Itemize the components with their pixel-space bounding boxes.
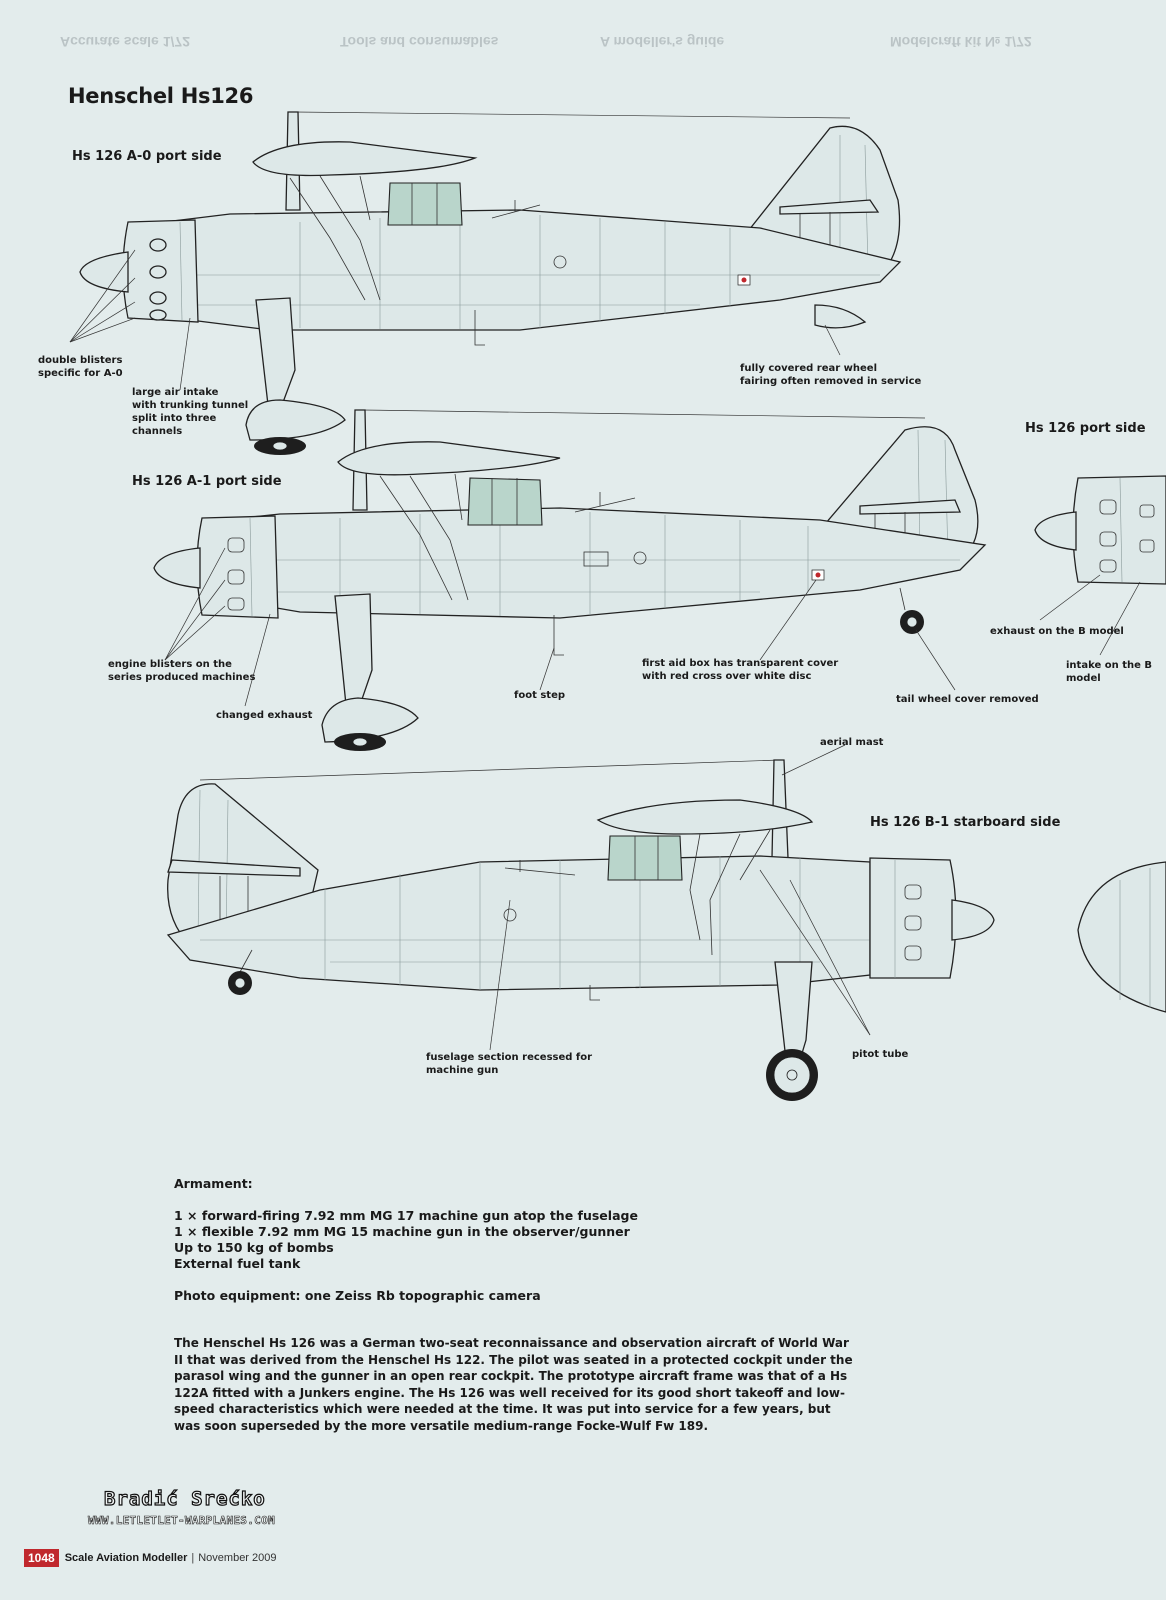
callout-fuselage-section: fuselage section recessed for machine gu… — [426, 1052, 593, 1076]
page-title: Henschel Hs126 — [68, 84, 254, 108]
aircraft-a0-drawing — [69, 111, 902, 455]
magazine-title: Scale Aviation Modeller — [64, 1552, 188, 1564]
callout-engine-blisters: engine blisters on the series produced m… — [108, 659, 256, 683]
main-gear-leg — [334, 593, 373, 706]
footer-separator: | — [191, 1552, 195, 1564]
wing-plan-view — [1077, 861, 1166, 1013]
spinner — [153, 547, 201, 589]
armament-item: 1 × forward-firing 7.92 mm MG 17 machine… — [174, 1208, 638, 1223]
tailplane — [167, 859, 301, 877]
main-gear-leg — [774, 961, 813, 1061]
armament-item: External fuel tank — [174, 1256, 301, 1271]
tailplane — [859, 499, 961, 515]
photo-equipment: Photo equipment: one Zeiss Rb topographi… — [174, 1288, 541, 1303]
engine-blister — [1099, 499, 1117, 515]
engine-blister — [149, 265, 167, 279]
issue-date: November 2009 — [198, 1552, 277, 1564]
view-title-a0: Hs 126 A-0 port side — [72, 149, 222, 164]
engine-blister — [227, 537, 245, 553]
engine-blister — [904, 884, 922, 900]
aerial-wire — [294, 111, 851, 119]
engine-blister — [149, 238, 167, 252]
callout-double-blisters: double blisters specific for A-0 — [38, 355, 123, 379]
page-number: 1048 — [24, 1549, 59, 1567]
spinner — [1034, 511, 1077, 551]
spinner — [79, 251, 129, 293]
tail-wheel-leg — [899, 587, 906, 611]
callout-foot-step: foot step — [514, 690, 566, 701]
rear-machine-gun — [574, 492, 636, 513]
armament-block: Armament: 1 × forward-firing 7.92 mm MG … — [174, 1176, 638, 1304]
callout-pitot-tube: pitot tube — [852, 1049, 909, 1060]
callout-tail-wheel: tail wheel cover removed — [896, 694, 1039, 705]
callout-first-aid: first aid box has transparent cover with… — [642, 658, 839, 682]
wheel-spat — [245, 399, 346, 441]
cockpit-glazing — [387, 182, 463, 226]
armament-heading: Armament: — [174, 1176, 253, 1191]
main-gear-leg — [255, 297, 296, 406]
cockpit-glazing — [467, 477, 543, 526]
engine-blister — [227, 597, 245, 611]
callout-aerial-mast: aerial mast — [820, 737, 884, 748]
artist-signature: Bradić Srećko WWW.LETLETLET-WARPLANES.CO… — [88, 1487, 275, 1527]
tailplane — [779, 199, 880, 215]
artist-url[interactable]: WWW.LETLETLET-WARPLANES.COM — [88, 1514, 275, 1528]
engine-blister — [227, 569, 245, 585]
engine-cowling — [196, 515, 279, 619]
page-footer: 1048 Scale Aviation Modeller | November … — [24, 1549, 277, 1567]
callout-changed-exhaust: changed exhaust — [216, 710, 313, 721]
armament-item: 1 × flexible 7.92 mm MG 15 machine gun i… — [174, 1224, 630, 1239]
partial-wing-plan — [1077, 861, 1166, 1013]
engine-blister — [1099, 559, 1117, 573]
wing-struts — [289, 175, 381, 301]
parasol-wing — [337, 441, 561, 476]
forward-machine-gun — [504, 860, 576, 876]
callout-intake-b: intake on the B model — [1066, 660, 1152, 684]
callout-rear-wheel: fully covered rear wheel fairing often r… — [740, 363, 922, 387]
parasol-wing — [596, 799, 814, 835]
description-paragraph: The Henschel Hs 126 was a German two-sea… — [174, 1336, 853, 1433]
callout-air-intake: large air intake with trunking tunnel sp… — [132, 387, 249, 437]
aircraft-b1-drawing — [166, 744, 995, 1101]
foot-step — [589, 985, 600, 1001]
engine-blister — [149, 309, 167, 321]
engine-blister — [904, 915, 922, 931]
view-title-b1: Hs 126 B-1 starboard side — [870, 815, 1061, 830]
parasol-wing — [252, 141, 478, 177]
cockpit-glazing — [607, 835, 683, 881]
artist-name: Bradić Srećko — [103, 1487, 266, 1510]
view-title-a1: Hs 126 A-1 port side — [132, 474, 282, 489]
rear-machine-gun — [491, 200, 541, 219]
engine-blister — [149, 291, 167, 305]
aircraft-a1-drawing — [153, 409, 987, 751]
tail-wheel-leg — [239, 949, 253, 973]
foot-step — [553, 615, 564, 656]
engine-blister — [904, 945, 922, 961]
aircraft-b-port-drawing — [1034, 475, 1166, 656]
engine-blister — [1099, 531, 1117, 547]
wing-struts — [379, 473, 469, 601]
view-title-b-port: Hs 126 port side — [1025, 421, 1146, 436]
armament-item: Up to 150 kg of bombs — [174, 1240, 334, 1255]
engine-cowling — [1072, 475, 1166, 585]
rear-wheel-fairing — [814, 304, 867, 329]
wing-struts — [689, 829, 771, 956]
foot-step — [474, 310, 485, 346]
spinner — [951, 899, 995, 941]
callout-exhaust-b: exhaust on the B model — [990, 626, 1124, 637]
